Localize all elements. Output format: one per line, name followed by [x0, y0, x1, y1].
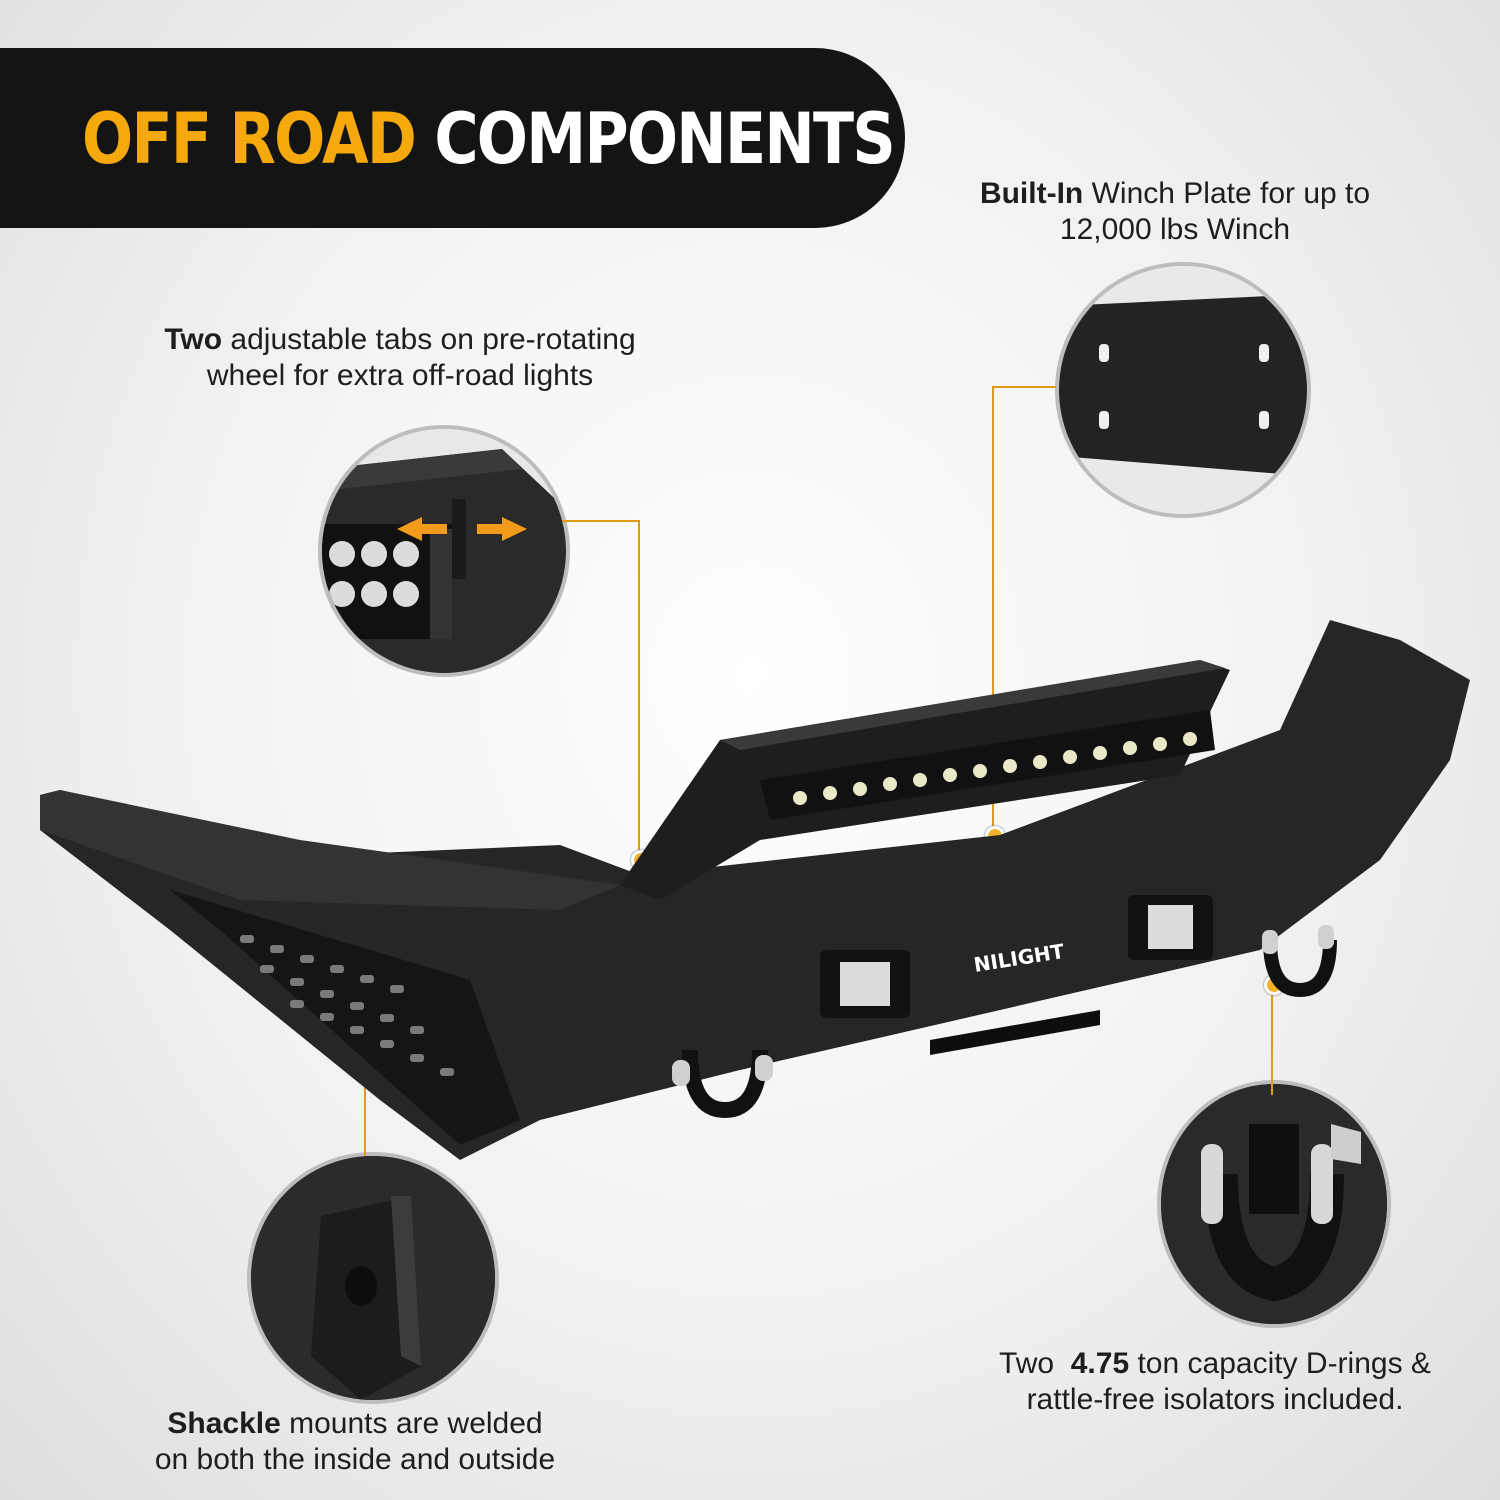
connector-winch-horizontal	[992, 386, 1056, 388]
caption-shackle-bold: Shackle	[167, 1407, 281, 1440]
caption-winch-plate: Built-In Winch Plate for up to 12,000 lb…	[940, 176, 1410, 248]
caption-drings-bold: 4.75	[1070, 1347, 1130, 1380]
caption-winch-bold: Built-In	[979, 177, 1084, 210]
caption-shackle-mounts: Shackle mounts are welded on both the in…	[110, 1406, 600, 1478]
connector-shackle-vertical	[364, 1038, 366, 1156]
connector-drings-vertical	[1271, 985, 1273, 1095]
caption-d-rings: Two 4.75 ton capacity D-rings & rattle-f…	[965, 1346, 1465, 1418]
caption-adjustable-tabs: Two adjustable tabs on pre-rotating whee…	[120, 322, 680, 394]
title-rest: COMPONENTS	[434, 98, 895, 180]
zoom-shackle-mount	[247, 1152, 499, 1404]
zoom-d-ring	[1157, 1080, 1391, 1328]
header-banner	[0, 48, 905, 228]
caption-shackle-line1: mounts are welded	[280, 1407, 543, 1440]
connector-tabs-vertical	[638, 520, 640, 858]
caption-winch-line1: Winch Plate for up to	[1083, 177, 1371, 210]
caption-winch-line2: 12,000 lbs Winch	[1059, 213, 1291, 246]
zoom-winch-plate	[1055, 262, 1311, 518]
connector-tabs-horizontal	[562, 520, 640, 522]
title-highlight: OFF ROAD	[82, 98, 417, 180]
caption-tabs-line2: wheel for extra off-road lights	[206, 359, 594, 392]
zoom-light-tabs	[318, 425, 570, 677]
caption-drings-pre: Two	[999, 1347, 1071, 1380]
caption-shackle-line2: on both the inside and outside	[154, 1443, 556, 1476]
caption-drings-line2: rattle-free isolators included.	[1026, 1383, 1404, 1416]
caption-drings-line1: ton capacity D-rings &	[1129, 1347, 1431, 1380]
caption-tabs-bold: Two	[164, 323, 223, 356]
caption-tabs-line1: adjustable tabs on pre-rotating	[222, 323, 636, 356]
bumper-illustration: NILIGHT	[40, 620, 1470, 1160]
connector-winch-vertical	[992, 386, 994, 836]
page-title: OFF ROAD COMPONENTS	[82, 94, 896, 184]
